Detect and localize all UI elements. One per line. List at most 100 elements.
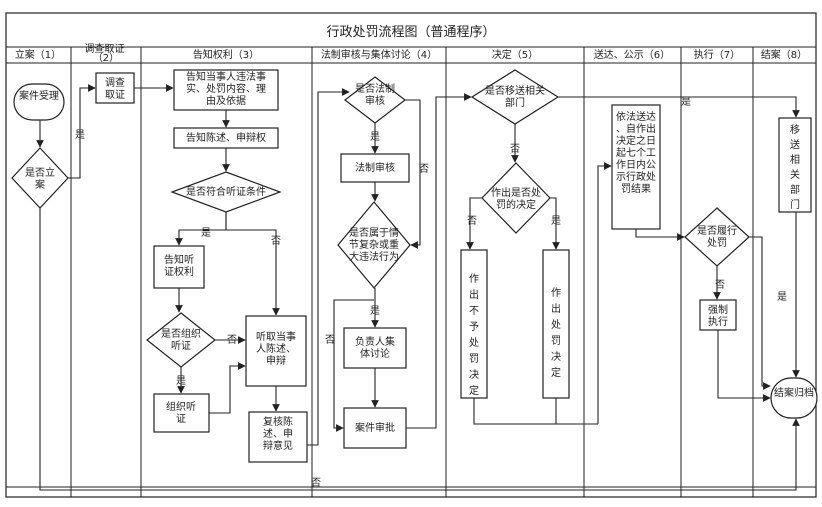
node-label-line: 是否符合听证条件 (186, 185, 266, 198)
label-legal-no: 否 (419, 163, 429, 175)
node-organize-hearing-decision (146, 312, 216, 368)
node-label-legal-review: 法制审核 (355, 161, 395, 174)
node-listen (245, 315, 307, 387)
node-label-recheck: 复核陈述、申辩意见 (263, 415, 293, 452)
label-punish-yes: 是 (551, 215, 561, 227)
col-header-6: 送达、公示（6） (594, 48, 670, 61)
node-transfer-decision (470, 69, 560, 125)
node-label-line: 告知听 (164, 253, 194, 266)
node-label-line: 证 (176, 413, 186, 425)
node-label-deliver: 依法送达、自作出决定之日起七个工作日内公示行政处罚结果 (616, 110, 656, 195)
node-label-line: 是否立 (25, 166, 55, 179)
node-label-line: 予 (469, 321, 479, 333)
node-label-line: 处罚 (707, 237, 727, 249)
node-label-approve: 案件审批 (355, 421, 395, 434)
node-label-line: 强制 (708, 303, 728, 316)
node-label-notify-facts: 告知当事人违法事实、处罚内容、理由及依据 (186, 70, 266, 107)
label-perform-yes: 是 (777, 291, 787, 303)
column-dividers (70, 47, 754, 497)
node-label-line: 是否履行 (697, 224, 737, 237)
node-label-line: 部门 (505, 96, 525, 109)
label-perform-no: 否 (715, 279, 725, 291)
node-label-line: 罚的决定 (496, 198, 536, 211)
node-label-line: 送 (790, 138, 800, 151)
node-label-legal-q: 是否法制审核 (355, 82, 395, 107)
node-label-line: 相 (790, 153, 800, 166)
col-header-2: 调查取证 （2） (84, 42, 127, 64)
node-label-line: 是否法制 (355, 82, 395, 95)
diagram-title: 行政处罚流程图（普通程序） (326, 25, 495, 40)
node-label-line: 由及依据 (206, 94, 246, 107)
node-label-line: 体讨论 (360, 347, 390, 360)
node-label-line: 作 (551, 287, 561, 299)
node-label-perform-q: 是否履行处罚 (697, 224, 737, 249)
node-label-line: 组织听 (166, 400, 196, 413)
label-complex-no: 否 (325, 334, 335, 346)
node-label-line: 实、处罚内容、理 (186, 82, 266, 95)
node-notify-hearing (153, 245, 205, 289)
node-label-punish: 作出处罚决定 (551, 287, 561, 379)
node-label-line: 罚结果 (621, 182, 651, 195)
edge-to-deliver (597, 162, 612, 424)
node-label-line: 案件受理 (19, 89, 59, 102)
label-complex-yes: 是 (370, 305, 380, 317)
node-label-line: 门 (790, 198, 800, 211)
node-label-line: 人陈述、 (256, 342, 296, 355)
edge-punish-yes (550, 197, 560, 250)
node-label-line: 部 (790, 183, 800, 196)
node-label-line: 出 (551, 302, 561, 315)
edge-no-punish-out (473, 398, 598, 425)
node-label-line: 处 (551, 319, 561, 331)
node-label-line: 调查 (105, 76, 125, 89)
edge-organize-listen (209, 362, 246, 414)
edge-hearing-no (225, 212, 280, 316)
node-label-org-hear-q: 是否组织听证 (161, 327, 201, 352)
node-label-line: 作 (469, 273, 479, 285)
node-label-line: 起七个工 (616, 147, 656, 159)
node-label-line: 决定之日 (616, 134, 656, 147)
connectors (36, 84, 800, 491)
node-label-investigate: 调查取证 (105, 76, 125, 101)
node-archive (770, 377, 818, 419)
column-headers: 立案（1） 调查取证 （2） 告知权利（3） 法制审核与集体讨论（4） 决定（5… (15, 42, 807, 64)
col-header-7: 执行（7） (694, 48, 740, 61)
node-label-line: 出 (469, 288, 479, 301)
node-recheck (248, 411, 308, 463)
node-label-line: 决 (469, 369, 479, 381)
node-perform-decision (684, 207, 750, 267)
node-collective (343, 327, 407, 369)
shapes (11, 69, 818, 463)
node-label-line: 审核 (365, 94, 385, 107)
node-label-line: 案 (35, 178, 45, 191)
node-label-line: 定 (469, 384, 479, 397)
node-label-enforce: 强制执行 (708, 303, 728, 328)
node-label-line: 定 (551, 366, 561, 379)
node-label-line: 处 (469, 337, 479, 349)
node-label-punish-q: 作出是否处罚的决定 (491, 186, 541, 211)
node-label-transfer: 移送相关部门 (790, 123, 800, 211)
node-label-line: 结案归档 (774, 386, 814, 399)
node-label-listen: 听取当事人陈述、申辩 (256, 330, 296, 367)
node-label-line: 是否组织 (161, 327, 201, 340)
node-legal-review (340, 153, 410, 183)
col-header-4: 法制审核与集体讨论（4） (321, 48, 437, 61)
node-label-line: 、自作出 (616, 122, 656, 135)
node-punish-decision (481, 162, 551, 234)
label-transfer-no: 否 (510, 143, 520, 155)
label-hearing-no: 否 (271, 235, 281, 247)
edge-approve-transfer (406, 93, 472, 429)
node-label-line: 罚 (469, 353, 479, 365)
node-label-line: 述、申 (263, 427, 293, 440)
node-label-line: 罚 (551, 335, 561, 347)
node-label-line: 申辩 (266, 354, 286, 367)
edge-punish-no (466, 197, 482, 250)
node-label-line: 移 (790, 123, 800, 136)
node-notify-facts (173, 69, 279, 111)
node-label-line: 听证 (171, 340, 191, 352)
node-complex-decision (337, 201, 411, 289)
node-label-notify-hear: 告知听证权利 (164, 253, 194, 278)
node-label-line: 告知当事人违法事 (186, 70, 266, 83)
node-organize-hearing (153, 393, 210, 433)
